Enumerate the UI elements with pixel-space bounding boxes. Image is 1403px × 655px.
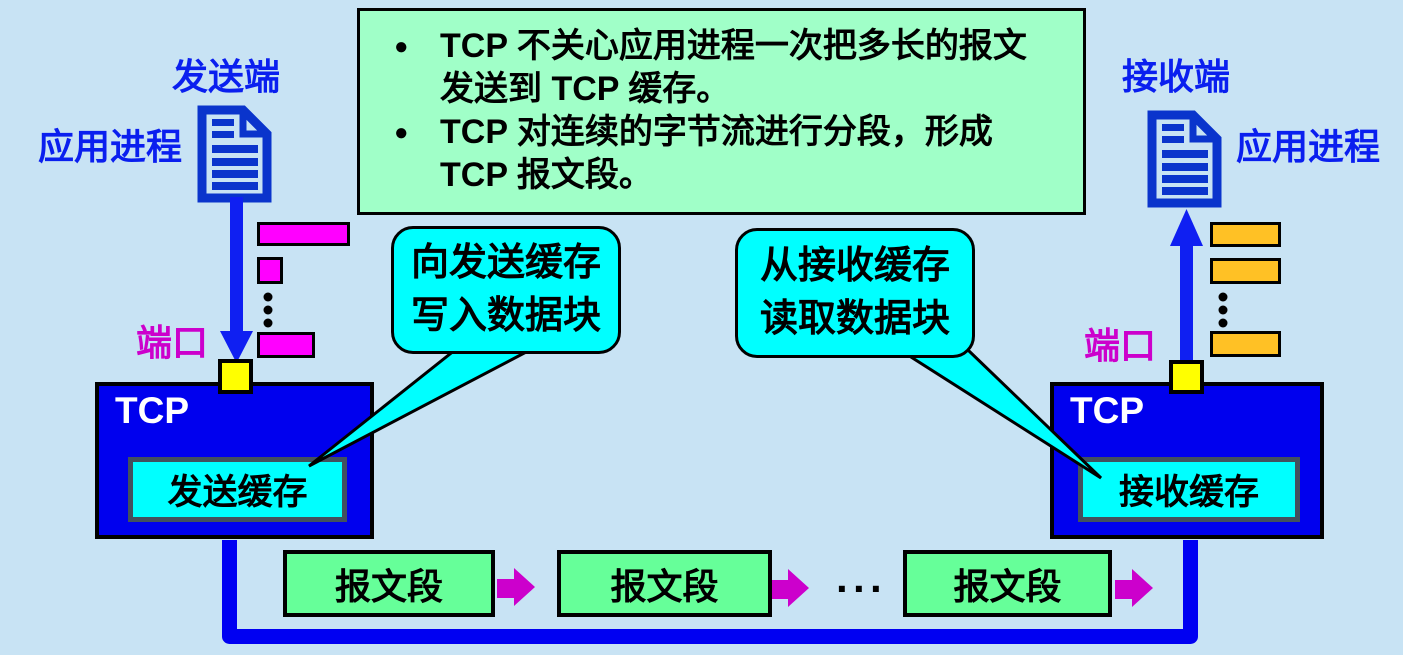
receiver-callout-line1: 从接收缓存 [759, 245, 950, 287]
receiver-data-block-3 [1210, 331, 1281, 357]
receiver-endpoint-label: 接收端 [1122, 56, 1231, 97]
sender-callout-line1: 向发送缓存 [410, 242, 601, 284]
segment-box-1: 报文段 [283, 550, 495, 617]
bullet-icon: ● [394, 119, 409, 146]
receiver-vertical-ellipsis-icon [1218, 292, 1228, 328]
note-bullet-row: ● TCP 不关心应用进程一次把多长的报文发送到 TCP 缓存。 [394, 25, 1063, 111]
receiver-port-label: 端口 [1084, 325, 1157, 366]
segment-1-label: 报文段 [334, 565, 443, 607]
receive-buffer-box: 接收缓存 [1078, 457, 1300, 522]
note-bullet-row: ● TCP 对连续的字节流进行分段，形成 TCP 报文段。 [394, 111, 1063, 197]
sender-data-block-small [257, 257, 283, 284]
receiver-document-icon [1152, 115, 1217, 203]
receiver-callout-tail [894, 348, 1103, 480]
sender-tcp-label: TCP [115, 390, 189, 431]
receive-buffer-label: 接收缓存 [1118, 473, 1259, 512]
sender-app-process-label: 应用进程 [38, 126, 183, 167]
sender-callout-line2: 写入数据块 [410, 295, 601, 337]
segment-2-label: 报文段 [610, 565, 719, 607]
sender-endpoint-label: 发送端 [172, 56, 281, 97]
receiver-port-square [1169, 360, 1204, 394]
receiver-app-process-label: 应用进程 [1236, 126, 1381, 167]
receiver-callout-line2: 读取数据块 [759, 298, 950, 340]
sender-port-label: 端口 [136, 322, 209, 363]
sender-vertical-ellipsis-icon [263, 292, 273, 328]
note-bullet-2-text: TCP 对连续的字节流进行分段，形成 TCP 报文段。 [440, 113, 993, 194]
sender-callout-bubble: 向发送缓存 写入数据块 [391, 226, 621, 354]
segment-box-3: 报文段 [903, 550, 1112, 617]
note-box: ● TCP 不关心应用进程一次把多长的报文发送到 TCP 缓存。 ● TCP 对… [357, 8, 1086, 215]
segment-arrow-right-icon [1115, 569, 1153, 607]
sender-data-block-medium [257, 332, 315, 358]
sender-down-arrow-icon [220, 197, 253, 363]
segment-arrow-icons [497, 568, 1153, 607]
send-buffer-box: 发送缓存 [128, 457, 347, 522]
sender-document-icon [202, 110, 267, 198]
segment-arrow-right-icon [497, 568, 535, 606]
note-bullet-1-text: TCP 不关心应用进程一次把多长的报文发送到 TCP 缓存。 [440, 27, 1027, 108]
receiver-data-block-1 [1210, 222, 1281, 247]
receiver-callout-bubble: 从接收缓存 读取数据块 [735, 228, 975, 358]
receiver-data-block-2 [1210, 258, 1281, 284]
bullet-icon: ● [394, 33, 409, 60]
tcp-connection-pipe [222, 540, 1198, 644]
segment-box-2: 报文段 [557, 550, 772, 617]
segment-ellipsis: ··· [836, 565, 887, 612]
sender-callout-tail [308, 348, 531, 468]
sender-data-block-large [257, 222, 350, 246]
segment-arrow-right-icon [771, 569, 809, 607]
send-buffer-label: 发送缓存 [167, 473, 308, 512]
receiver-up-arrow-icon [1170, 209, 1203, 362]
receiver-tcp-label: TCP [1070, 390, 1144, 431]
sender-port-square [218, 359, 253, 394]
segment-3-label: 报文段 [953, 565, 1062, 607]
